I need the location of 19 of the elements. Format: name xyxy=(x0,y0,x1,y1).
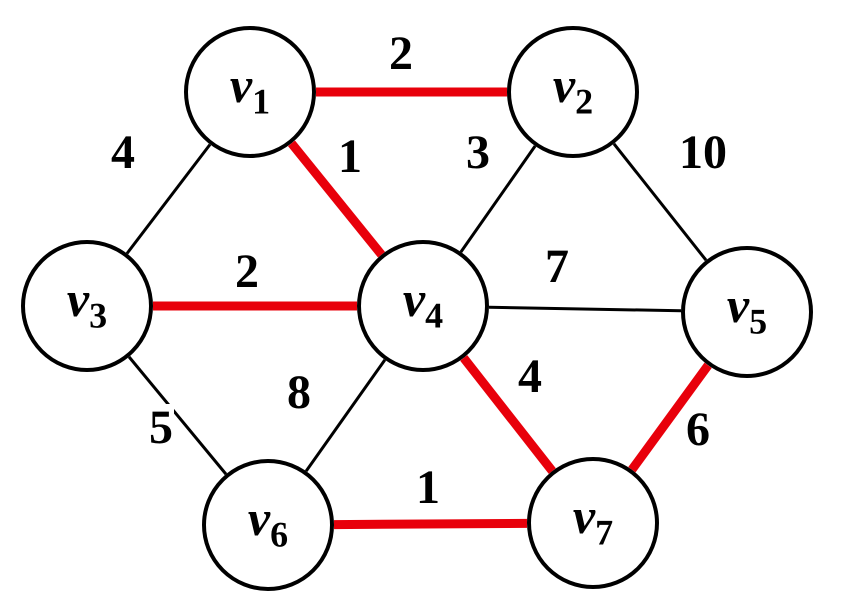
vertex-label: v$_{7}$ xyxy=(572,491,614,551)
vertex-label: v$_{3}$ xyxy=(66,274,108,334)
edge-line xyxy=(460,355,556,474)
vertex-label: v$_{5}$ xyxy=(726,280,768,340)
vertex-label: v$_{1}$ xyxy=(230,60,270,120)
vertex-label: v$_{6}$ xyxy=(248,493,288,553)
edge-line xyxy=(488,306,682,312)
edge-line xyxy=(126,144,212,254)
edge-line xyxy=(288,140,386,258)
edge-line xyxy=(460,145,536,253)
edge-line xyxy=(628,362,712,472)
edge-line xyxy=(612,142,708,262)
vertex-label: v$_{2}$ xyxy=(552,60,594,120)
vertex-label: v$_{4}$ xyxy=(402,274,444,334)
edge-line xyxy=(153,302,357,310)
edge-line xyxy=(304,359,386,472)
edge-line xyxy=(334,518,528,530)
edge-line xyxy=(316,88,507,96)
edge-line xyxy=(128,356,228,476)
